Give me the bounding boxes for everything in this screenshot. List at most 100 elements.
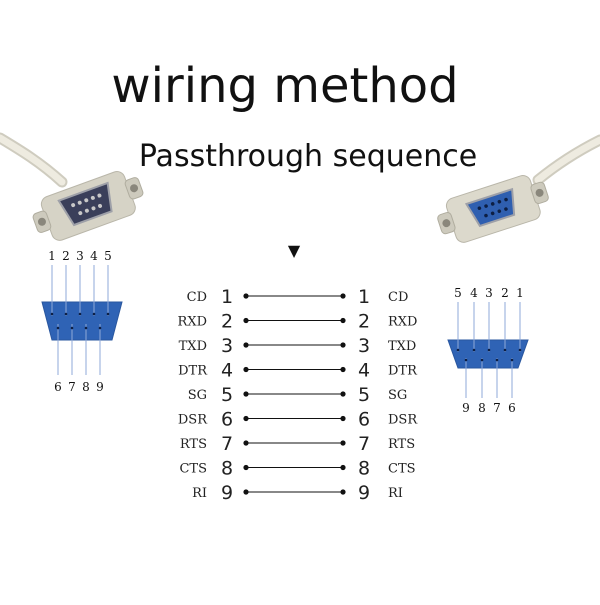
left-signal-label: CD bbox=[187, 290, 207, 305]
left-pin-number: 7 bbox=[221, 433, 233, 455]
pin-contact bbox=[472, 348, 476, 352]
pin-label: 2 bbox=[62, 249, 70, 263]
right-signal-label: CD bbox=[388, 290, 408, 305]
pin-contact bbox=[50, 312, 54, 316]
right-pin-number: 6 bbox=[358, 409, 370, 431]
wiring-row: SG 5 5 SG bbox=[188, 384, 408, 406]
pin-contact bbox=[92, 312, 96, 316]
pin-label: 2 bbox=[501, 286, 509, 300]
pin-contact bbox=[487, 348, 491, 352]
pin-label: 4 bbox=[90, 249, 98, 263]
pin-label: 7 bbox=[493, 401, 501, 415]
db9-male-connector-icon bbox=[0, 132, 144, 241]
right-wire-endpoint bbox=[340, 342, 346, 348]
pin-contact bbox=[70, 326, 74, 330]
pin-label: 7 bbox=[68, 380, 76, 394]
left-pin-number: 3 bbox=[221, 335, 233, 357]
right-signal-label: DSR bbox=[388, 413, 418, 428]
pin-label: 8 bbox=[82, 380, 90, 394]
right-signal-label: RTS bbox=[388, 437, 415, 452]
pin-label: 5 bbox=[454, 286, 462, 300]
right-wire-endpoint bbox=[340, 415, 346, 422]
wiring-row: CTS 8 8 CTS bbox=[179, 458, 415, 480]
right-pin-number: 1 bbox=[358, 286, 370, 308]
pin-contact bbox=[495, 358, 499, 362]
pin-label: 5 bbox=[104, 249, 112, 263]
pin-contact bbox=[56, 326, 60, 330]
pin-contact bbox=[503, 348, 507, 352]
pin-label: 3 bbox=[485, 286, 493, 300]
left-signal-label: CTS bbox=[179, 462, 207, 477]
right-wire-endpoint bbox=[340, 464, 346, 471]
pin-label: 3 bbox=[76, 249, 84, 263]
right-pin-number: 2 bbox=[358, 311, 370, 333]
right-pin-number: 4 bbox=[358, 360, 370, 382]
right-wire-endpoint bbox=[340, 391, 346, 397]
wiring-row: CD 1 1 CD bbox=[187, 286, 409, 308]
pin-label: 4 bbox=[470, 286, 478, 300]
right-wire-endpoint bbox=[340, 489, 346, 495]
left-pin-number: 4 bbox=[221, 360, 233, 382]
left-pin-number: 9 bbox=[221, 482, 233, 504]
right-wire-endpoint bbox=[340, 317, 346, 324]
left-pin-number: 5 bbox=[221, 384, 233, 406]
page-title: wiring method bbox=[111, 58, 458, 114]
pin-label: 1 bbox=[516, 286, 524, 300]
right-wire-endpoint bbox=[340, 293, 346, 299]
left-signal-label: RTS bbox=[180, 437, 207, 452]
down-triangle-icon: ▼ bbox=[288, 241, 301, 260]
pin-contact bbox=[518, 348, 522, 352]
right-pin-number: 7 bbox=[358, 433, 370, 455]
pin-contact bbox=[84, 326, 88, 330]
pin-label: 9 bbox=[96, 380, 104, 394]
right-pin-number: 3 bbox=[358, 335, 370, 357]
right-signal-label: RI bbox=[388, 486, 403, 501]
wiring-row: RXD 2 2 RXD bbox=[178, 311, 418, 333]
pin-contact bbox=[510, 358, 514, 362]
left-pin-number: 8 bbox=[221, 458, 233, 480]
right-pin-number: 5 bbox=[358, 384, 370, 406]
right-pin-number: 9 bbox=[358, 482, 370, 504]
left-pin-number: 2 bbox=[221, 311, 233, 333]
pin-label: 8 bbox=[478, 401, 486, 415]
pin-label: 1 bbox=[48, 249, 56, 263]
left-signal-label: RXD bbox=[178, 315, 207, 330]
right-signal-label: RXD bbox=[388, 315, 417, 330]
left-signal-label: DSR bbox=[178, 413, 208, 428]
wiring-row: RI 9 9 RI bbox=[192, 482, 403, 504]
right-wire-endpoint bbox=[340, 366, 346, 373]
right-signal-label: TXD bbox=[388, 339, 416, 354]
pin-contact bbox=[98, 326, 102, 330]
pin-contact bbox=[78, 312, 82, 316]
left-connector-shape bbox=[41, 301, 123, 341]
pin-contact bbox=[480, 358, 484, 362]
wiring-row: DSR 6 6 DSR bbox=[178, 409, 418, 431]
wiring-row: RTS 7 7 RTS bbox=[180, 433, 415, 455]
pin-label: 6 bbox=[508, 401, 516, 415]
left-signal-label: SG bbox=[188, 388, 207, 403]
pin-label: 6 bbox=[54, 380, 62, 394]
left-pin-number: 6 bbox=[221, 409, 233, 431]
left-signal-label: RI bbox=[192, 486, 207, 501]
pin-contact bbox=[464, 358, 468, 362]
right-connector-shape bbox=[447, 339, 529, 369]
left-pin-number: 1 bbox=[221, 286, 233, 308]
pin-contact bbox=[456, 348, 460, 352]
db9-female-connector-icon bbox=[437, 134, 600, 243]
right-signal-label: CTS bbox=[388, 462, 416, 477]
right-wire-endpoint bbox=[340, 440, 346, 446]
pin-label: 9 bbox=[462, 401, 470, 415]
pin-contact bbox=[64, 312, 68, 316]
pin-contact bbox=[106, 312, 110, 316]
right-signal-label: SG bbox=[388, 388, 407, 403]
right-pin-number: 8 bbox=[358, 458, 370, 480]
page-subtitle: Passthrough sequence bbox=[139, 139, 477, 174]
left-signal-label: DTR bbox=[178, 364, 208, 379]
